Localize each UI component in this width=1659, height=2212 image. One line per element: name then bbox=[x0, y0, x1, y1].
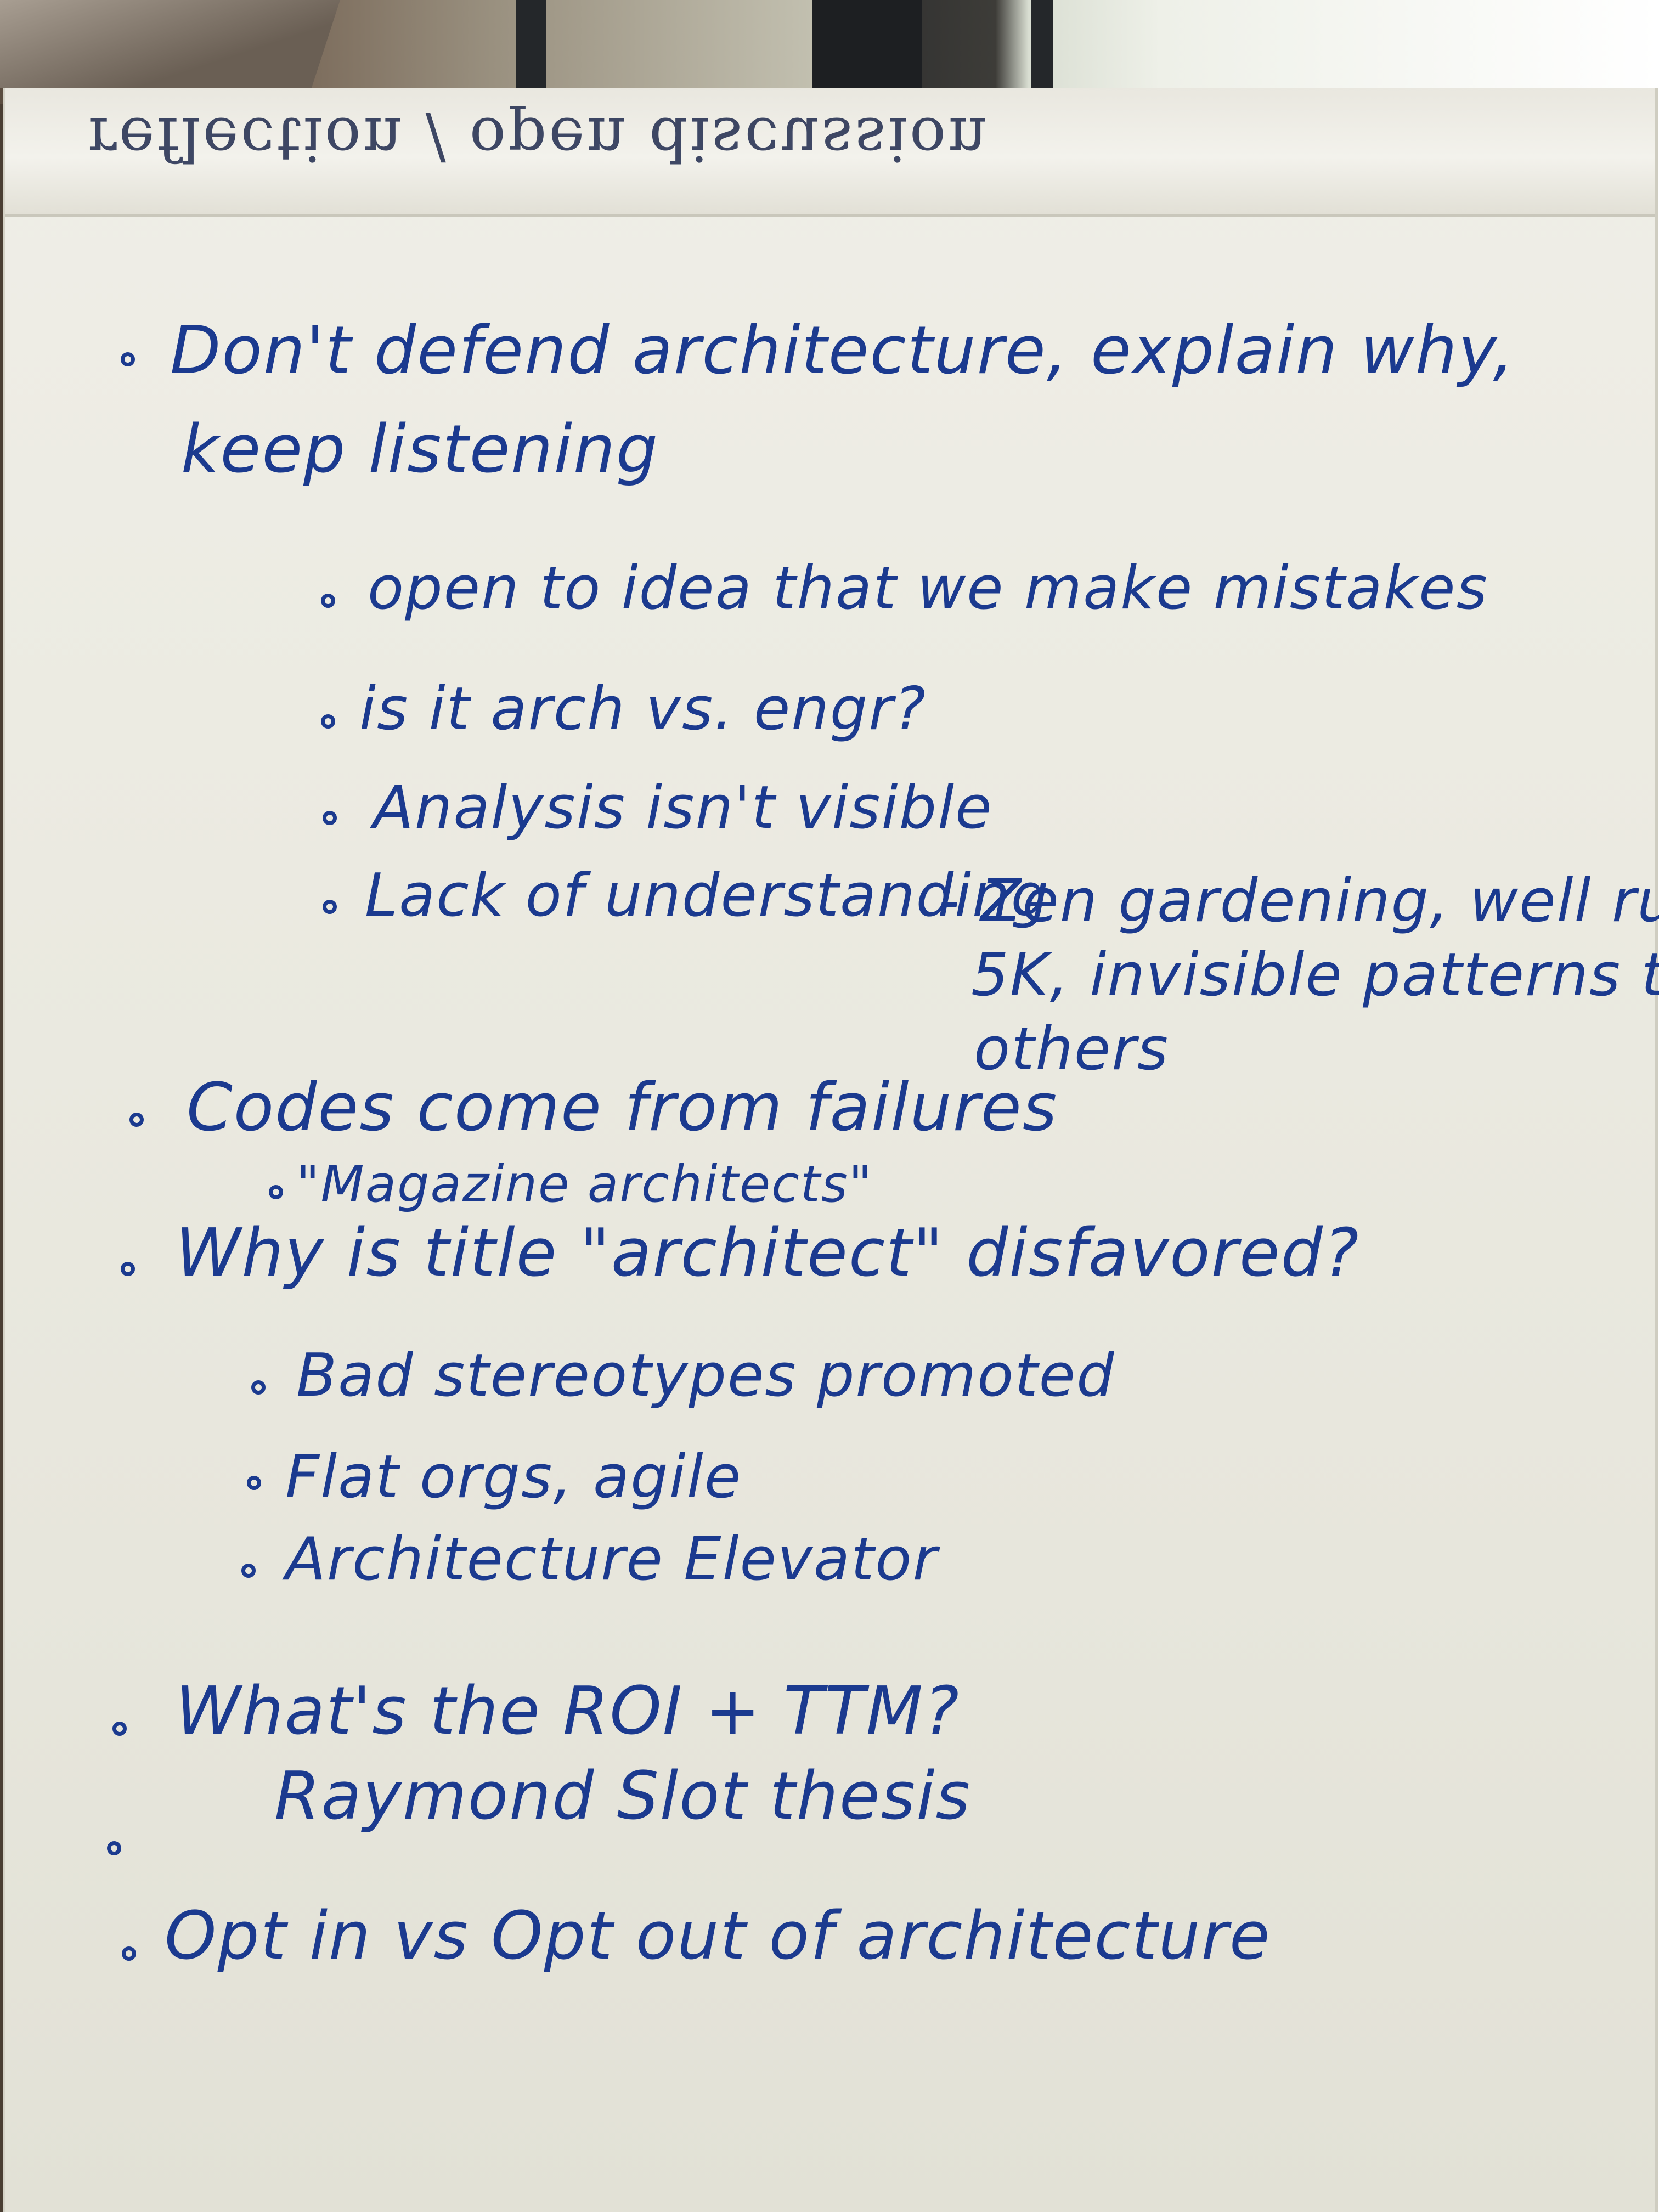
note-opt-in-out: Opt in vs Opt out of architecture bbox=[165, 1898, 1271, 1974]
note-zen-gardening: - Zen gardening, well run bbox=[938, 867, 1659, 935]
note-why-title-disfavored: Why is title "architect" disfavored? bbox=[176, 1215, 1360, 1291]
note-others: others bbox=[974, 1015, 1169, 1084]
note-invisible-patterns: 5K, invisible patterns to bbox=[971, 941, 1659, 1009]
bullet-1a bbox=[321, 594, 335, 608]
note-bad-stereotypes: Bad stereotypes promoted bbox=[296, 1341, 1115, 1410]
bullet-6 bbox=[122, 1946, 136, 1961]
note-keep-listening: keep listening bbox=[181, 411, 659, 488]
bullet-1c bbox=[323, 811, 337, 825]
note-magazine-architects: "Magazine architects" bbox=[296, 1155, 873, 1214]
bullet-2 bbox=[129, 1113, 144, 1127]
bullet-3 bbox=[121, 1262, 135, 1276]
note-arch-vs-engr: is it arch vs. engr? bbox=[359, 675, 927, 743]
pad-top-fold: reflection / open discussion bbox=[5, 88, 1655, 217]
bullet-5 bbox=[107, 1841, 121, 1855]
bullet-3c bbox=[241, 1564, 256, 1578]
note-roi-ttm: What's the ROI + TTM? bbox=[176, 1673, 960, 1750]
bullet-1d bbox=[323, 900, 337, 914]
window-post-left bbox=[516, 0, 546, 99]
note-flat-orgs: Flat orgs, agile bbox=[285, 1443, 742, 1511]
bullet-1 bbox=[121, 352, 135, 366]
note-lack-understanding: Lack of understanding bbox=[365, 861, 1050, 930]
note-raymond-slot: Raymond Slot thesis bbox=[274, 1758, 972, 1835]
window-beam bbox=[0, 0, 341, 88]
bullet-2a bbox=[269, 1185, 283, 1199]
window-post-center bbox=[812, 0, 922, 99]
bullet-3b bbox=[247, 1476, 261, 1490]
note-defend-architecture: Don't defend architecture, explain why, bbox=[170, 313, 1515, 389]
note-architecture-elevator: Architecture Elevator bbox=[285, 1525, 938, 1594]
bullet-4 bbox=[112, 1722, 127, 1736]
bleed-through-header: reflection / open discussion bbox=[88, 104, 989, 174]
bullet-1b bbox=[321, 714, 335, 729]
window-post-right bbox=[1031, 0, 1053, 99]
note-open-to-idea: open to idea that we make mistakes bbox=[368, 554, 1488, 623]
flip-chart-pad: reflection / open discussion Don't defen… bbox=[3, 88, 1659, 2212]
bullet-3a bbox=[251, 1380, 266, 1395]
note-codes-failures: Codes come from failures bbox=[187, 1070, 1058, 1146]
window-background bbox=[0, 0, 1659, 104]
note-analysis-visible: Analysis isn't visible bbox=[373, 774, 993, 842]
